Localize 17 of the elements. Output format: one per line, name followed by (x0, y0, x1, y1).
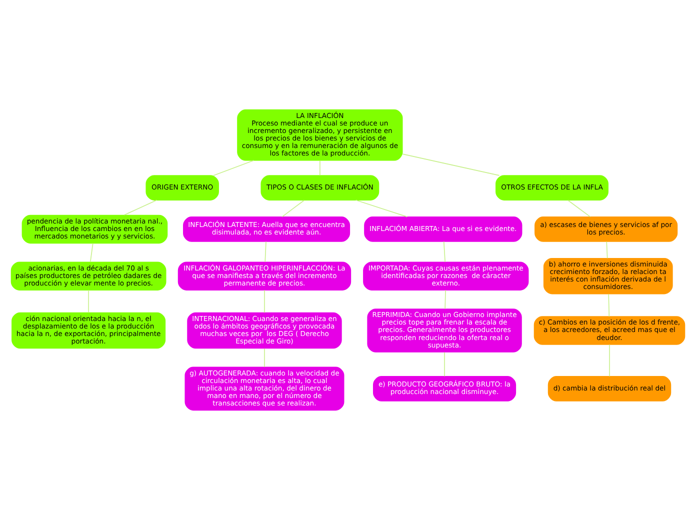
connector (356, 200, 408, 218)
connector (213, 160, 254, 176)
connector (444, 290, 446, 310)
connector (609, 344, 610, 377)
connector (264, 290, 265, 314)
connector (402, 154, 500, 176)
connector (264, 241, 266, 262)
connector (124, 200, 158, 216)
connector (608, 294, 610, 317)
connector (606, 241, 608, 259)
connector (568, 200, 591, 218)
connector (443, 241, 446, 262)
connector (444, 352, 445, 377)
connector (88, 290, 89, 314)
connector (90, 242, 94, 262)
connector (264, 348, 265, 368)
connector (282, 200, 305, 218)
